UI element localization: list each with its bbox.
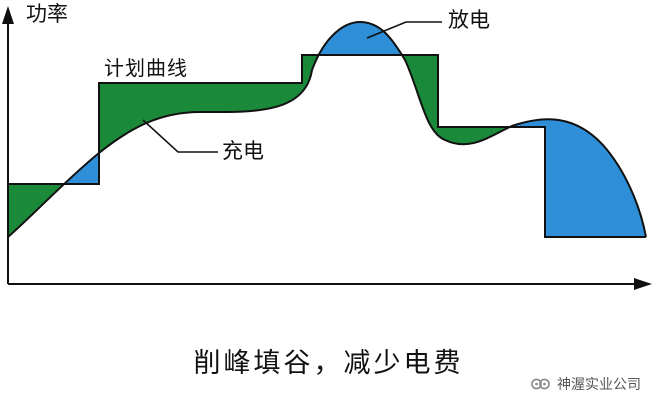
diagram-caption: 削峰填谷，减少电费 <box>193 348 464 379</box>
charge-label: 充电 <box>222 139 264 163</box>
watermark: 神渥实业公司 <box>530 374 641 394</box>
discharge-leader-line <box>366 21 442 39</box>
x-axis-arrow <box>634 278 652 290</box>
discharge-label: 放电 <box>448 8 490 32</box>
watermark-text: 神渥实业公司 <box>557 377 641 393</box>
wechat-official-account-icon <box>531 378 550 390</box>
y-axis-label: 功率 <box>26 2 68 26</box>
y-axis-arrow <box>2 6 14 24</box>
charge-leader-line <box>142 119 218 153</box>
plan-curve-label: 计划曲线 <box>104 56 188 80</box>
